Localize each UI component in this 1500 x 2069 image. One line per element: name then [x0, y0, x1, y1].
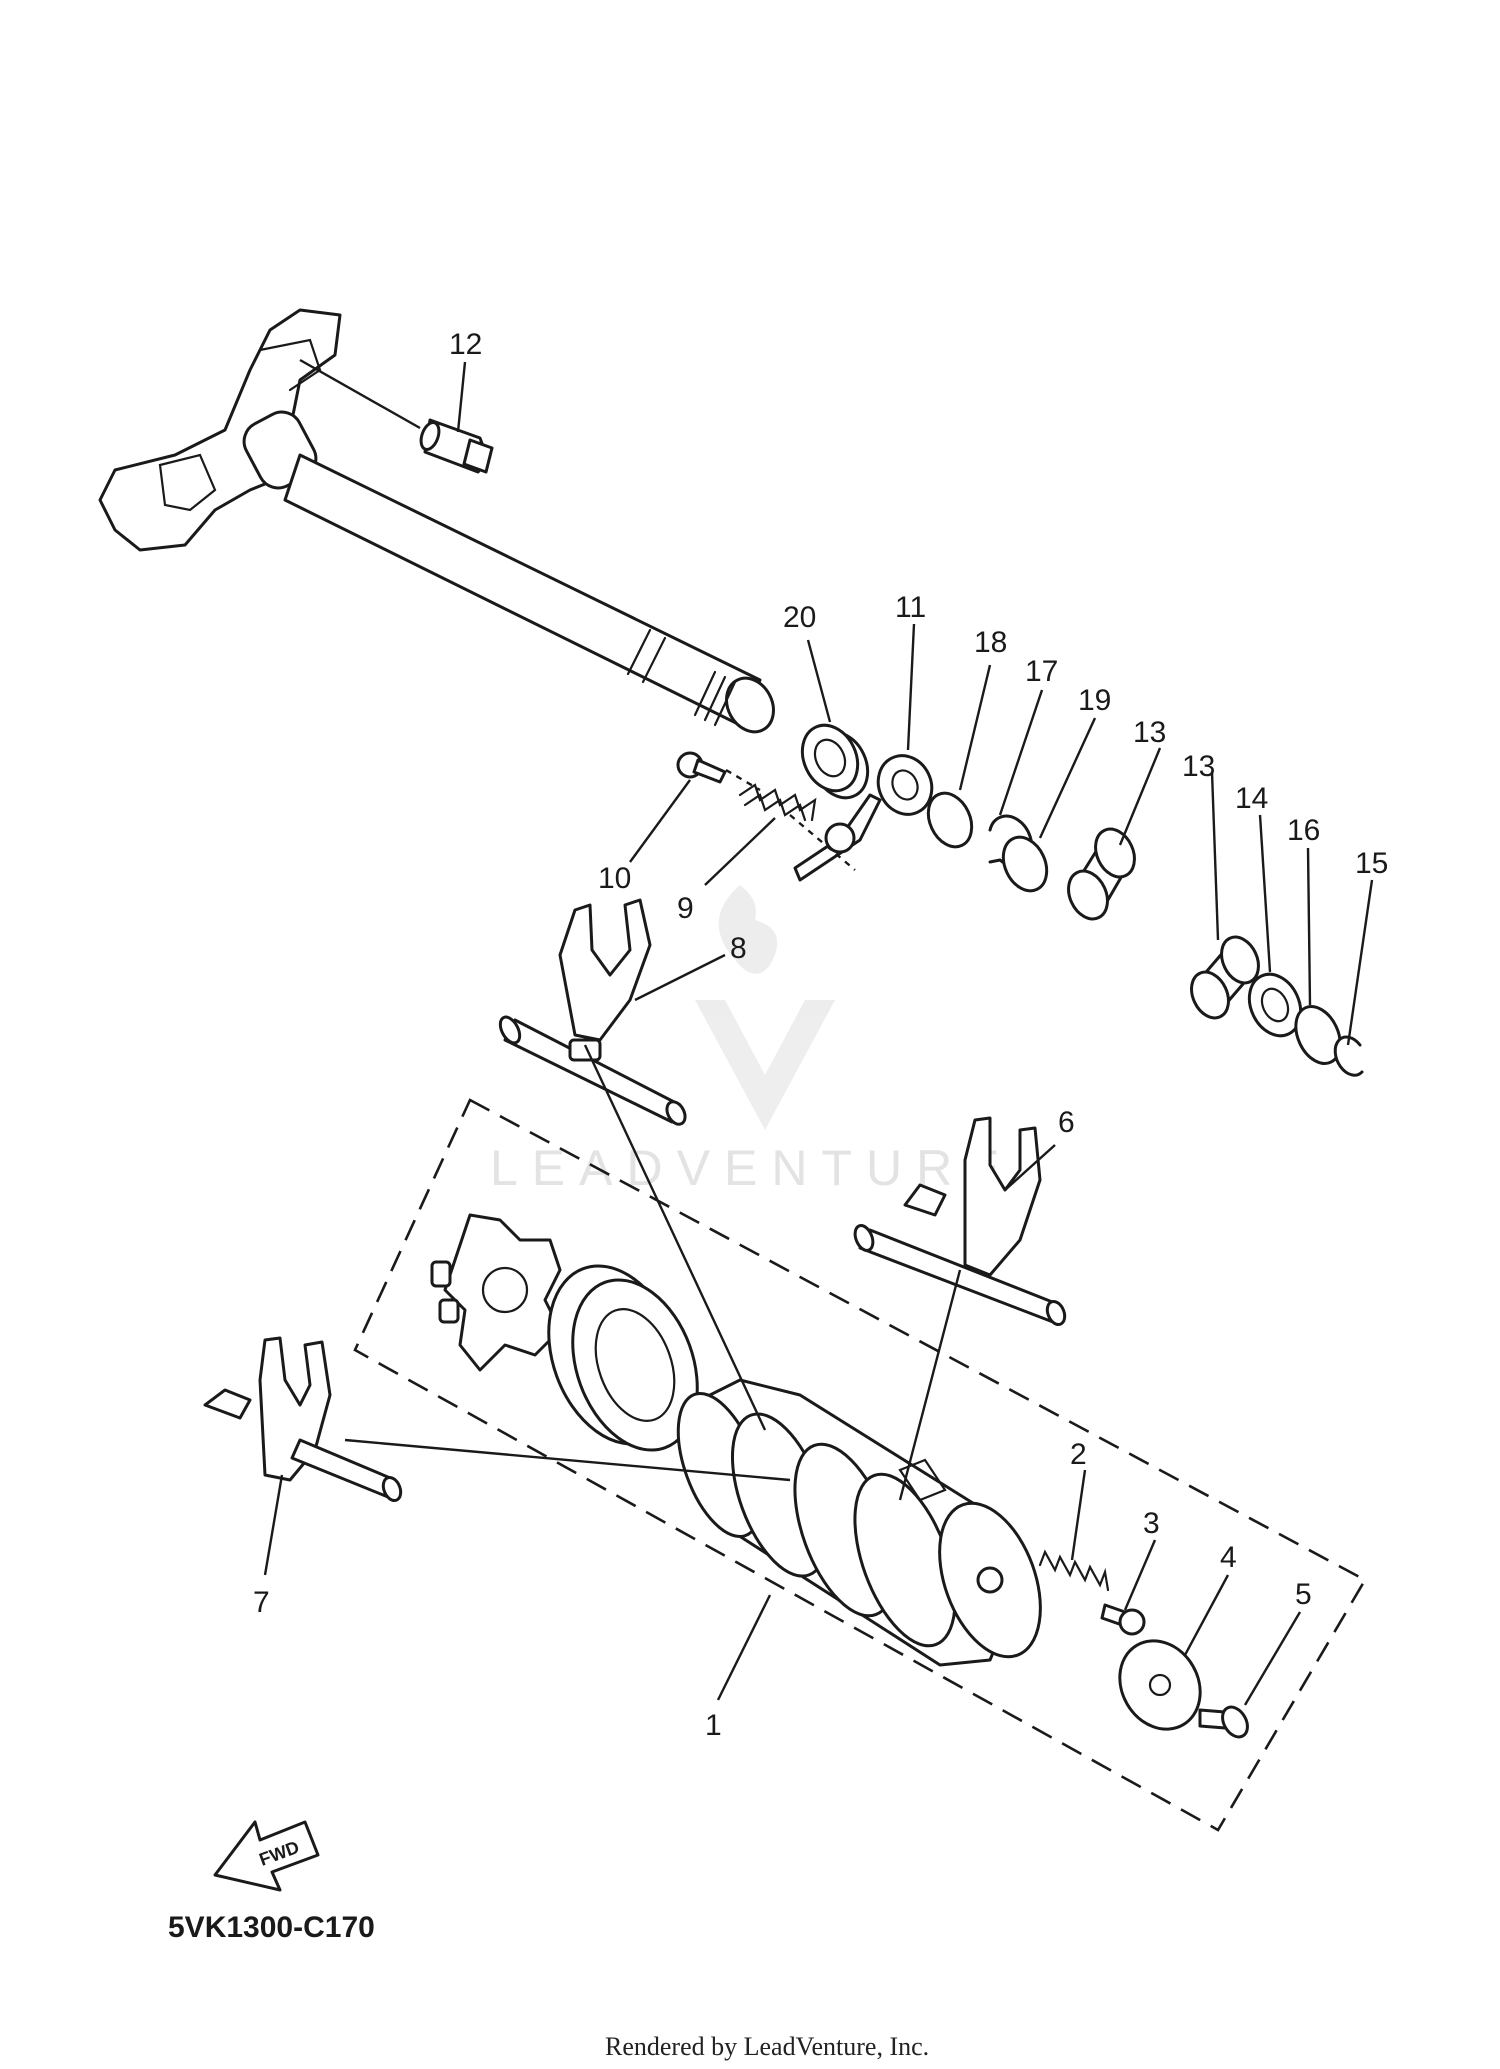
bearing-13-upper — [1067, 827, 1136, 921]
callout-16: 16 — [1287, 814, 1320, 847]
callout-15: 15 — [1355, 847, 1388, 880]
shift-fork-8 — [498, 898, 687, 1126]
callout-6: 6 — [1058, 1106, 1075, 1139]
watermark-text: LEADVENTURE — [490, 1140, 1014, 1196]
shift-shaft — [98, 308, 775, 734]
fwd-arrow-icon: FWD — [213, 1820, 320, 1892]
callout-3: 3 — [1143, 1507, 1160, 1540]
callout-10: 10 — [598, 862, 631, 895]
shift-fork-7 — [203, 1336, 403, 1503]
callout-19: 19 — [1078, 684, 1111, 717]
pin-3 — [1100, 1603, 1146, 1636]
callout-20: 20 — [783, 601, 816, 634]
washer-16 — [1294, 1005, 1342, 1065]
segment-plate — [430, 1213, 562, 1372]
bolt-10 — [676, 751, 727, 784]
oil-seal-20 — [800, 723, 870, 800]
callout-2: 2 — [1070, 1438, 1087, 1471]
render-credit: Rendered by LeadVenture, Inc. — [605, 2032, 929, 2061]
stopper-plate-4 — [1118, 1639, 1202, 1731]
screw-5 — [1198, 1705, 1249, 1739]
washer-19 — [1001, 835, 1049, 893]
callout-18: 18 — [974, 626, 1007, 659]
callout-5: 5 — [1295, 1578, 1312, 1611]
callout-12: 12 — [449, 328, 482, 361]
circlip-15 — [1333, 1035, 1364, 1077]
drum-bearing — [547, 1264, 699, 1452]
group-1-outline — [353, 1098, 1367, 1832]
callout-8: 8 — [730, 932, 747, 965]
washer-18 — [926, 791, 974, 849]
callout-13-upper: 13 — [1133, 716, 1166, 749]
shift-fork-6 — [853, 1116, 1067, 1327]
shift-lever-11 — [793, 754, 934, 882]
part-code: 5VK1300-C170 — [168, 1911, 375, 1944]
callout-4: 4 — [1220, 1541, 1237, 1574]
stud-bolt-12 — [419, 418, 494, 474]
callout-1: 1 — [705, 1709, 722, 1742]
callout-11: 11 — [895, 591, 926, 624]
callout-13-lower: 13 — [1182, 750, 1215, 783]
callout-17: 17 — [1025, 655, 1058, 688]
bearing-13-lower — [1190, 935, 1260, 1020]
bearing-14 — [1247, 972, 1303, 1038]
watermark-logo — [695, 885, 835, 1130]
spring-9 — [738, 783, 817, 822]
callout-14: 14 — [1235, 782, 1268, 815]
callout-9: 9 — [677, 892, 694, 925]
callout-7: 7 — [253, 1586, 270, 1619]
spring-2 — [1038, 1549, 1110, 1592]
shift-drum — [676, 1378, 1042, 1667]
